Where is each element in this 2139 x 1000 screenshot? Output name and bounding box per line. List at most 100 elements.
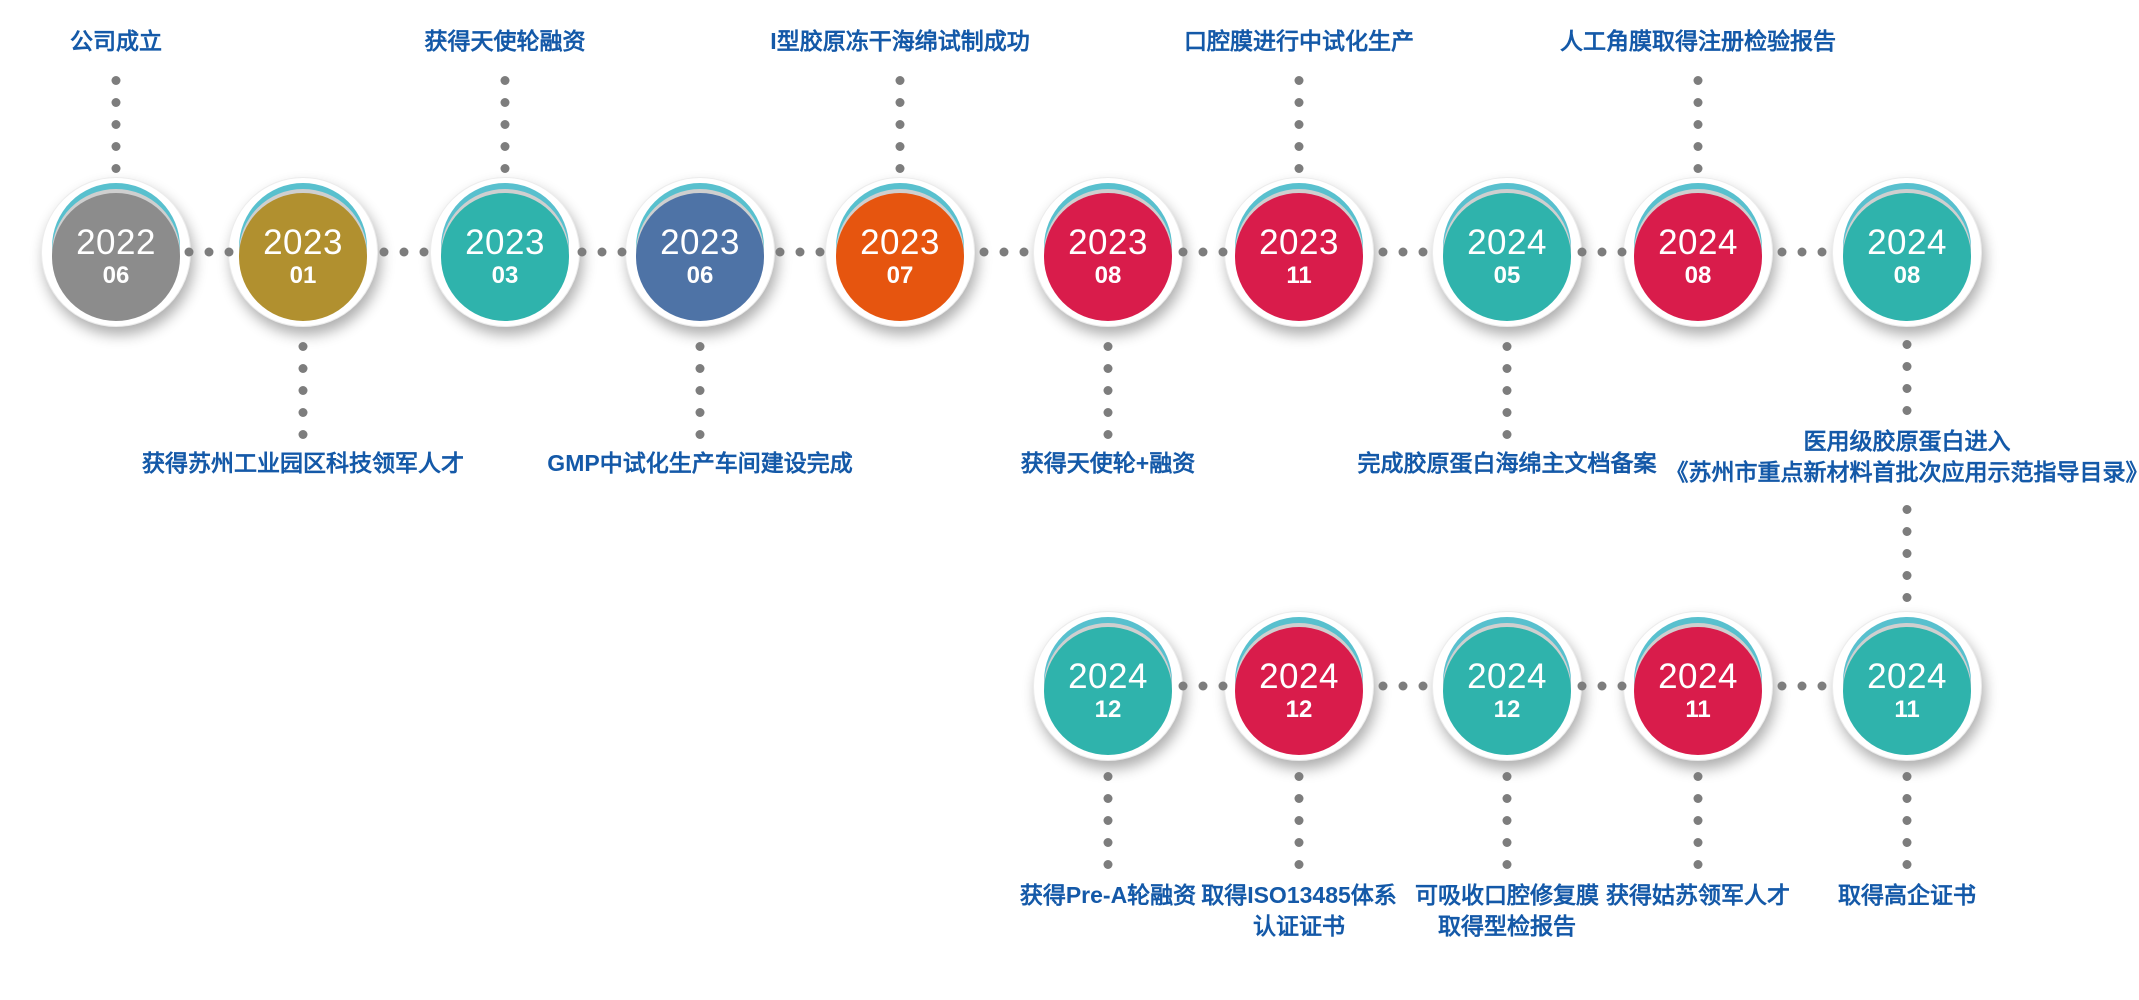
- milestone-label: 口腔膜进行中试化生产: [1184, 28, 1414, 54]
- node-circle: 2024 12: [1033, 611, 1183, 761]
- milestone-label: 获得Pre-A轮融资: [1019, 882, 1197, 908]
- node-year: 2024: [1259, 657, 1339, 696]
- horizontal-dotted-connector: [1777, 681, 1827, 691]
- node-circle: 2023 08: [1033, 177, 1183, 327]
- node-circle: 2023 03: [430, 177, 580, 327]
- node-month: 07: [886, 262, 914, 289]
- node-circle: 2023 11: [1224, 177, 1374, 327]
- circle-face: 2024 12: [1235, 627, 1363, 755]
- vertical-dotted-connector: [1902, 505, 1912, 602]
- node-circle: 2024 05: [1432, 177, 1582, 327]
- horizontal-dotted-connector: [1577, 247, 1627, 257]
- node-circle: 2024 11: [1623, 611, 1773, 761]
- milestone-label: 获得苏州工业园区科技领军人才: [142, 450, 464, 476]
- circle-face: 2024 11: [1843, 627, 1971, 755]
- circle-face: 2024 12: [1044, 627, 1172, 755]
- milestone-label: 获得姑苏领军人才: [1606, 882, 1790, 908]
- node-year: 2024: [1068, 657, 1148, 696]
- circle-face: 2024 08: [1634, 193, 1762, 321]
- vertical-dotted-connector: [695, 342, 705, 439]
- circle-face: 2023 03: [441, 193, 569, 321]
- node-month: 12: [1285, 696, 1313, 723]
- node-month: 11: [1894, 696, 1920, 723]
- horizontal-dotted-connector: [1178, 247, 1228, 257]
- node-year: 2024: [1467, 657, 1547, 696]
- node-circle: 2023 07: [825, 177, 975, 327]
- node-circle: 2023 01: [228, 177, 378, 327]
- node-month: 06: [686, 262, 714, 289]
- node-year: 2023: [465, 223, 545, 262]
- circle-face: 2023 11: [1235, 193, 1363, 321]
- horizontal-dotted-connector: [979, 247, 1029, 257]
- vertical-dotted-connector: [500, 76, 510, 173]
- node-circle: 2024 08: [1832, 177, 1982, 327]
- node-circle: 2024 12: [1224, 611, 1374, 761]
- node-month: 08: [1893, 262, 1921, 289]
- horizontal-dotted-connector: [1577, 681, 1627, 691]
- circle-face: 2022 06: [52, 193, 180, 321]
- vertical-dotted-connector: [1294, 772, 1304, 869]
- vertical-dotted-connector: [1502, 772, 1512, 869]
- milestone-label: I型胶原冻干海绵试制成功: [770, 28, 1030, 54]
- node-year: 2023: [1259, 223, 1339, 262]
- horizontal-dotted-connector: [184, 247, 234, 257]
- circle-face: 2024 11: [1634, 627, 1762, 755]
- node-month: 08: [1684, 262, 1712, 289]
- horizontal-dotted-connector: [577, 247, 627, 257]
- vertical-dotted-connector: [111, 76, 121, 173]
- node-month: 05: [1493, 262, 1521, 289]
- vertical-dotted-connector: [895, 76, 905, 173]
- circle-face: 2023 01: [239, 193, 367, 321]
- milestone-label: GMP中试化生产车间建设完成: [547, 450, 853, 476]
- milestone-label: 取得ISO13485体系 认证证书: [1201, 882, 1397, 939]
- circle-face: 2024 05: [1443, 193, 1571, 321]
- node-year: 2024: [1467, 223, 1547, 262]
- node-month: 01: [289, 262, 317, 289]
- milestone-label: 完成胶原蛋白海绵主文档备案: [1357, 450, 1657, 476]
- milestone-label: 人工角膜取得注册检验报告: [1560, 28, 1836, 54]
- vertical-dotted-connector: [1103, 772, 1113, 869]
- node-month: 06: [102, 262, 130, 289]
- milestone-label: 获得天使轮融资: [424, 28, 586, 54]
- node-year: 2024: [1867, 223, 1947, 262]
- node-year: 2023: [860, 223, 940, 262]
- node-circle: 2022 06: [41, 177, 191, 327]
- node-month: 08: [1094, 262, 1122, 289]
- vertical-dotted-connector: [1294, 76, 1304, 173]
- node-year: 2023: [263, 223, 343, 262]
- node-year: 2023: [1068, 223, 1148, 262]
- milestone-label: 取得高企证书: [1838, 882, 1976, 908]
- vertical-dotted-connector: [1902, 772, 1912, 869]
- vertical-dotted-connector: [1103, 342, 1113, 439]
- horizontal-dotted-connector: [1777, 247, 1827, 257]
- horizontal-dotted-connector: [1378, 681, 1428, 691]
- milestone-label: 医用级胶原蛋白进入 《苏州市重点新材料首批次应用示范指导目录》: [1665, 428, 2139, 485]
- node-circle: 2024 11: [1832, 611, 1982, 761]
- circle-face: 2024 12: [1443, 627, 1571, 755]
- node-circle: 2024 12: [1432, 611, 1582, 761]
- node-circle: 2023 06: [625, 177, 775, 327]
- horizontal-dotted-connector: [775, 247, 825, 257]
- node-circle: 2024 08: [1623, 177, 1773, 327]
- vertical-dotted-connector: [1693, 76, 1703, 173]
- node-month: 11: [1286, 262, 1312, 289]
- circle-face: 2023 08: [1044, 193, 1172, 321]
- node-year: 2024: [1658, 657, 1738, 696]
- horizontal-dotted-connector: [1378, 247, 1428, 257]
- node-year: 2024: [1658, 223, 1738, 262]
- horizontal-dotted-connector: [1178, 681, 1228, 691]
- node-month: 12: [1493, 696, 1521, 723]
- circle-face: 2023 07: [836, 193, 964, 321]
- vertical-dotted-connector: [1902, 340, 1912, 415]
- vertical-dotted-connector: [298, 342, 308, 439]
- node-year: 2022: [76, 223, 156, 262]
- circle-face: 2024 08: [1843, 193, 1971, 321]
- node-year: 2023: [660, 223, 740, 262]
- node-month: 03: [491, 262, 519, 289]
- vertical-dotted-connector: [1693, 772, 1703, 869]
- horizontal-dotted-connector: [379, 247, 429, 257]
- node-month: 11: [1685, 696, 1711, 723]
- milestone-label: 公司成立: [70, 28, 162, 54]
- vertical-dotted-connector: [1502, 342, 1512, 439]
